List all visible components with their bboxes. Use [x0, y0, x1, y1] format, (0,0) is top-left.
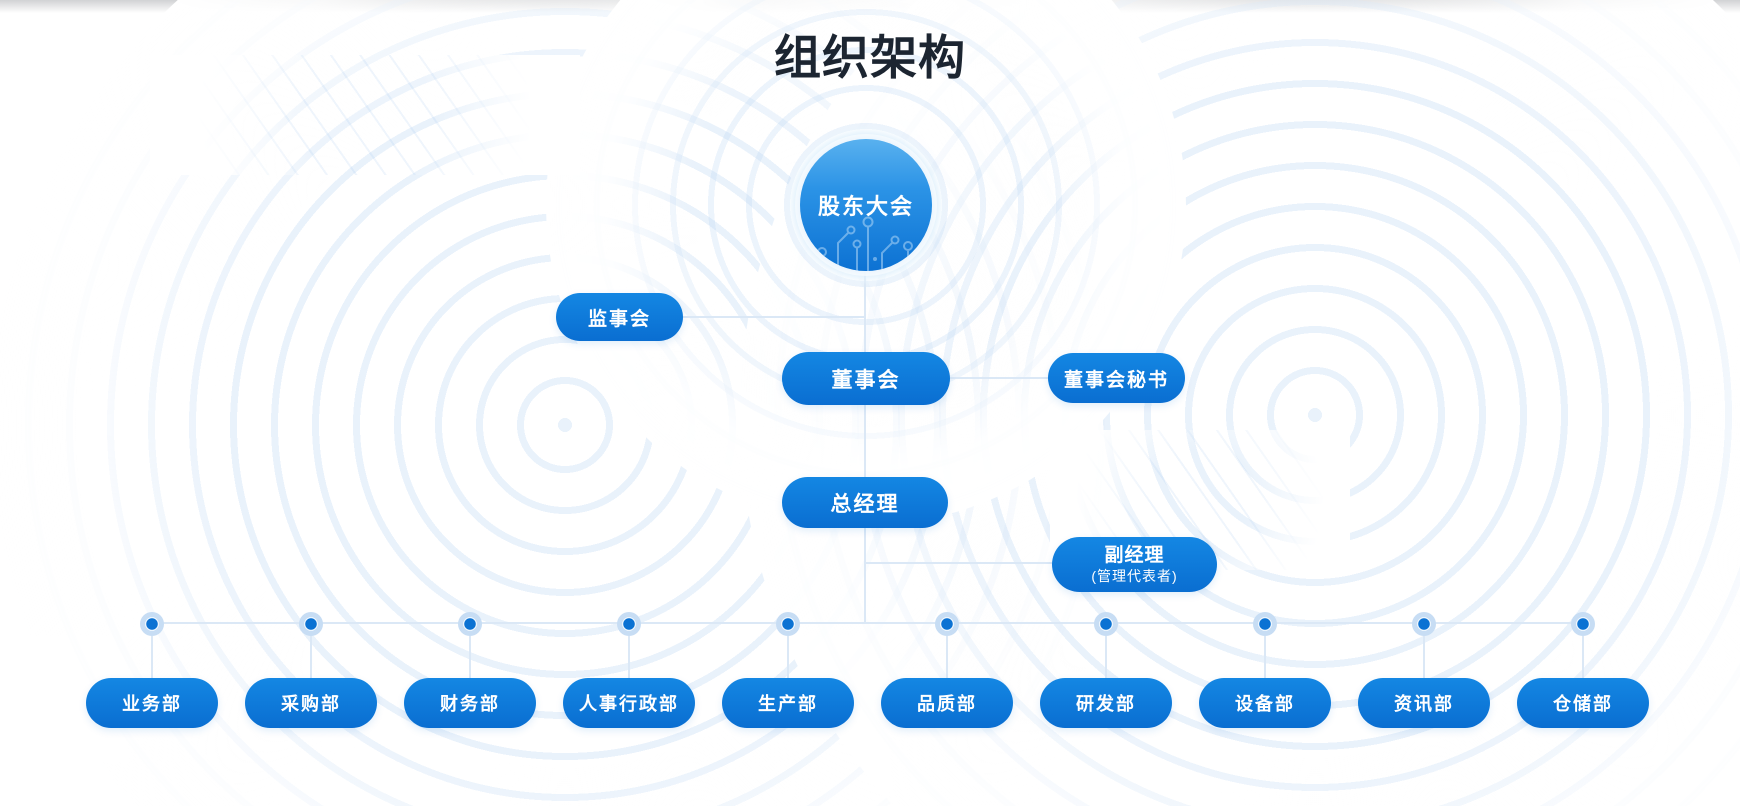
- connector-dot: [1412, 612, 1436, 636]
- root-node-label: 股东大会: [817, 194, 914, 219]
- dept-node-equipment: 设备部: [1199, 678, 1331, 728]
- page-title: 组织架构: [774, 31, 966, 84]
- connector-line: [151, 636, 153, 678]
- node-general-manager: 总经理: [782, 477, 948, 528]
- connector-line: [310, 636, 312, 678]
- connector-dot: [1094, 612, 1118, 636]
- connector-line-deputy: [866, 562, 1052, 564]
- connector-dot: [617, 612, 641, 636]
- dept-node-finance: 财务部: [404, 678, 536, 728]
- node-board-secretary: 董事会秘书: [1048, 353, 1185, 403]
- node-supervisory-board: 监事会: [556, 293, 683, 341]
- connector-line: [1105, 636, 1107, 678]
- dept-node-information: 资讯部: [1358, 678, 1490, 728]
- node-board-of-directors: 董事会: [782, 352, 950, 405]
- connector-line: [1582, 636, 1584, 678]
- connector-line-board-to-gm: [864, 405, 866, 477]
- connector-line: [787, 636, 789, 678]
- connector-dot: [299, 612, 323, 636]
- connector-line-supervisory: [683, 316, 864, 318]
- connector-dot: [1571, 612, 1595, 636]
- connector-dot: [140, 612, 164, 636]
- dept-node-procurement: 采购部: [245, 678, 377, 728]
- dept-node-rnd: 研发部: [1040, 678, 1172, 728]
- dept-node-warehouse: 仓储部: [1517, 678, 1649, 728]
- node-deputy-manager: 副经理 (管理代表者): [1052, 537, 1217, 592]
- connector-dot: [458, 612, 482, 636]
- connector-dot: [935, 612, 959, 636]
- connector-line: [1264, 636, 1266, 678]
- dept-group-hr-admin: 人事行政部: [563, 612, 695, 728]
- connector-line: [946, 636, 948, 678]
- dept-group-production: 生产部: [722, 612, 854, 728]
- dept-group-business: 业务部: [86, 612, 218, 728]
- top-page-shadow: [0, 0, 1740, 13]
- dept-group-warehouse: 仓储部: [1517, 612, 1649, 728]
- connector-line: [469, 636, 471, 678]
- connector-dot: [1253, 612, 1277, 636]
- connector-line: [1423, 636, 1425, 678]
- dept-group-equipment: 设备部: [1199, 612, 1331, 728]
- dept-group-quality: 品质部: [881, 612, 1013, 728]
- dept-group-information: 资讯部: [1358, 612, 1490, 728]
- dept-node-quality: 品质部: [881, 678, 1013, 728]
- dept-group-finance: 财务部: [404, 612, 536, 728]
- dept-group-rnd: 研发部: [1040, 612, 1172, 728]
- connector-dot: [776, 612, 800, 636]
- connector-line: [628, 636, 630, 678]
- deputy-manager-sublabel: (管理代表者): [1091, 567, 1178, 584]
- dept-node-business: 业务部: [86, 678, 218, 728]
- deputy-manager-label: 副经理: [1104, 544, 1165, 566]
- dept-node-production: 生产部: [722, 678, 854, 728]
- dept-node-hr-admin: 人事行政部: [563, 678, 695, 728]
- connector-line-gm-down: [864, 528, 866, 623]
- node-shareholders-meeting: 股东大会: [800, 139, 932, 271]
- connector-line-secretary: [950, 377, 1048, 379]
- dept-group-procurement: 采购部: [245, 612, 377, 728]
